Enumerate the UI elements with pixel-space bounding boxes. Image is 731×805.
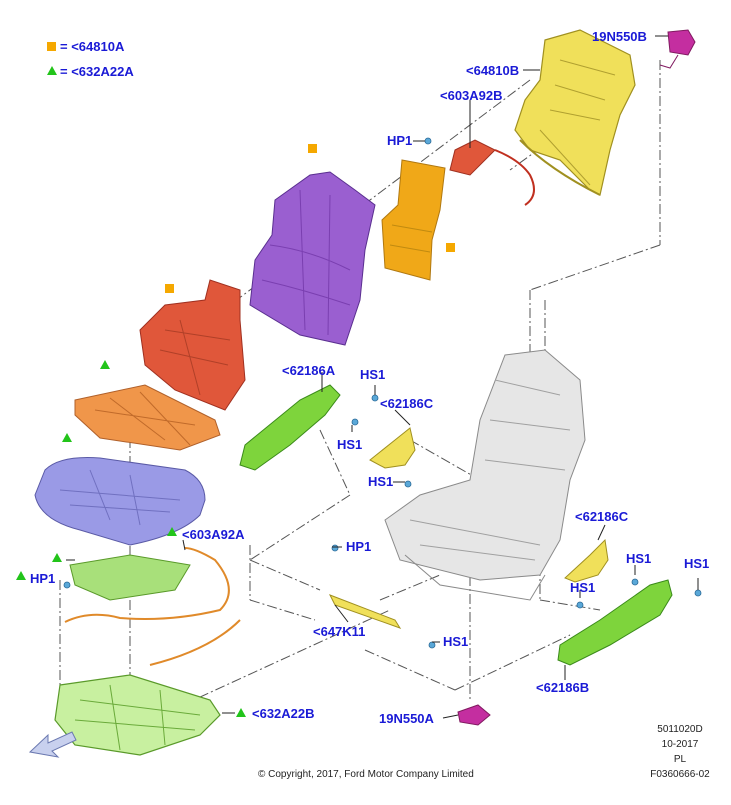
callout-62186a: <62186A bbox=[282, 363, 336, 378]
legend-triangle-swatch bbox=[47, 66, 57, 75]
motor-19n550b bbox=[659, 29, 696, 69]
seat-back-trim bbox=[139, 279, 246, 411]
seat-back-pad bbox=[249, 171, 376, 346]
callout-603a92b: <603A92B bbox=[440, 88, 503, 103]
trim-62186a bbox=[239, 384, 341, 471]
callout-hs1-g: HS1 bbox=[684, 556, 710, 571]
callout-hp1-left: HP1 bbox=[30, 571, 56, 586]
meta-id: 5011020D bbox=[657, 724, 703, 735]
back-panel bbox=[381, 159, 446, 281]
direction-arrow-icon bbox=[28, 731, 77, 758]
callout-hs1-d: HS1 bbox=[443, 634, 469, 649]
triangle-markers bbox=[16, 360, 246, 717]
meta-lang: PL bbox=[673, 754, 687, 765]
meta-figure-id: F0360666-02 bbox=[650, 769, 710, 780]
seat-cushion-trim bbox=[74, 384, 221, 451]
callout-hs1-c: HS1 bbox=[368, 474, 394, 489]
meta-date: 10-2017 bbox=[661, 739, 699, 750]
legend-triangle-label: = <632A22A bbox=[60, 64, 134, 79]
callout-62186b: <62186B bbox=[536, 680, 590, 695]
cushion-frame bbox=[54, 674, 221, 756]
callout-64810b: <64810B bbox=[466, 63, 520, 78]
square-markers bbox=[165, 144, 455, 293]
callout-hp1-top: HP1 bbox=[387, 133, 413, 148]
callout-62186c-top: <62186C bbox=[380, 396, 434, 411]
callout-hs1-b: HS1 bbox=[337, 437, 363, 452]
callout-647k11: <647K11 bbox=[313, 624, 366, 639]
seat-back-frame bbox=[514, 29, 636, 196]
legend-square-swatch bbox=[47, 42, 56, 51]
heater-mat-back bbox=[449, 139, 535, 206]
motor-19n550a bbox=[457, 704, 491, 726]
trim-62186c bbox=[369, 427, 609, 583]
heater-mat-cushion bbox=[69, 554, 191, 601]
legend-square-label: = <64810A bbox=[60, 39, 125, 54]
callout-62186c-right: <62186C bbox=[575, 509, 629, 524]
copyright-text: © Copyright, 2017, Ford Motor Company Li… bbox=[258, 769, 474, 780]
callout-hs1-a: HS1 bbox=[360, 367, 386, 382]
callout-hp1-mid: HP1 bbox=[346, 539, 372, 554]
seat-cushion-pad bbox=[34, 457, 206, 546]
callout-603a92a: <603A92A bbox=[182, 527, 245, 542]
screws bbox=[63, 137, 702, 649]
callout-hs1-e: HS1 bbox=[626, 551, 652, 566]
leader-lines bbox=[66, 35, 699, 719]
callout-19n550a: 19N550A bbox=[379, 711, 434, 726]
callout-632a22b: <632A22B bbox=[252, 706, 315, 721]
callout-19n550b: 19N550B bbox=[592, 29, 647, 44]
trim-62186b bbox=[557, 579, 673, 666]
wiring-603a92a bbox=[64, 547, 241, 666]
bar-647k11 bbox=[328, 594, 402, 629]
callout-hs1-f: HS1 bbox=[570, 580, 596, 595]
seat-frame bbox=[384, 349, 586, 601]
